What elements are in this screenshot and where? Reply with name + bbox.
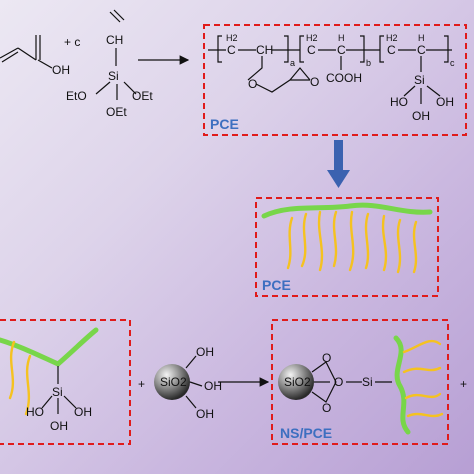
pce-silanol-box — [0, 319, 131, 445]
h2-label-1: H2 — [226, 33, 238, 43]
plus-sign-2: + — [460, 377, 467, 391]
epoxide-o-label: O — [310, 75, 319, 89]
plus-c-label: + c — [64, 35, 80, 49]
silica-nanoparticle — [154, 355, 203, 409]
c-label-2: C — [307, 43, 316, 57]
bottom-ho-label: HO — [26, 405, 44, 419]
ch-label: CH — [256, 43, 273, 57]
h-label-3: H — [418, 33, 425, 43]
h2-label-3: H2 — [386, 33, 398, 43]
pce-silanol-schematic — [0, 327, 99, 416]
bottom-oh-bottom-label: OH — [50, 419, 68, 433]
acid-oh-label: OH — [52, 63, 70, 77]
sub-b-label: b — [366, 58, 371, 68]
o-label-2: O — [334, 375, 343, 389]
nano-oh-1: OH — [196, 345, 214, 359]
polymer-ho-label: HO — [390, 95, 408, 109]
oet-left-label: EtO — [66, 89, 87, 103]
sub-c-label: c — [450, 58, 455, 68]
polymer-si-label: Si — [414, 73, 425, 87]
vinyl-silane — [95, 9, 137, 100]
pce-schematic-box — [255, 197, 439, 297]
pce-comb-schematic — [261, 202, 433, 274]
o-label-3: O — [322, 401, 331, 415]
ns-pce-label: NS/PCE — [280, 425, 332, 441]
cooh-label: COOH — [326, 71, 362, 85]
polymer-oh-right-label: OH — [436, 95, 454, 109]
polymer-structure — [208, 35, 452, 104]
ether-o-label: O — [248, 77, 257, 91]
o-label-1: O — [322, 351, 331, 365]
down-arrow-icon — [327, 140, 350, 188]
nano-oh-3: OH — [196, 407, 214, 421]
sub-a-label: a — [290, 58, 295, 68]
pce-label-top: PCE — [210, 116, 239, 132]
sio2-product-label: SiO2 — [284, 375, 311, 389]
silane-si-label: Si — [108, 69, 119, 83]
vinyl-ch-label: CH — [106, 33, 123, 47]
h2-label-2: H2 — [306, 33, 318, 43]
ns-pce-schematic — [278, 335, 444, 435]
c-label-3: C — [337, 43, 346, 57]
oet-bottom-label: OEt — [106, 105, 127, 119]
c-label-1: C — [227, 43, 236, 57]
product-si-label: Si — [362, 375, 373, 389]
pce-label-mid: PCE — [262, 277, 291, 293]
bottom-si-label: Si — [52, 385, 63, 399]
c-label-4: C — [387, 43, 396, 57]
nano-oh-2: OH — [204, 379, 222, 393]
polymer-oh-bottom-label: OH — [412, 109, 430, 123]
pce-polymer-box — [203, 24, 467, 136]
sio2-label: SiO2 — [160, 375, 187, 389]
h-label-2: H — [338, 33, 345, 43]
oet-right-label: OEt — [132, 89, 153, 103]
bottom-oh-right-label: OH — [74, 405, 92, 419]
c-label-5: C — [417, 43, 426, 57]
acrylic-acid — [0, 35, 53, 69]
plus-sign-1: + — [138, 377, 145, 391]
